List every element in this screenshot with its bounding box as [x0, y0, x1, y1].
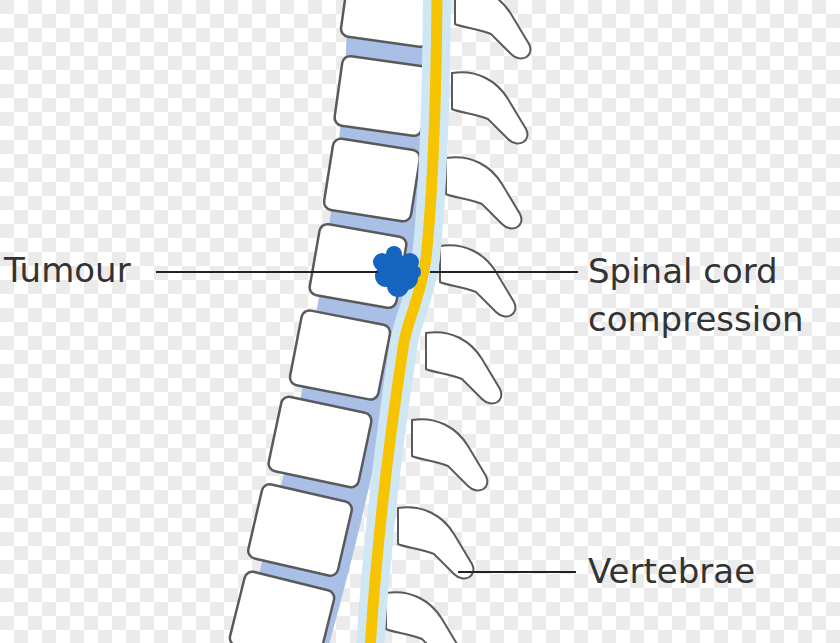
vertebral-bodies — [228, 0, 436, 643]
leader-lines — [156, 272, 578, 572]
tumour-blob — [373, 246, 421, 297]
callout-label: Spinal cord compression — [588, 247, 836, 343]
spinal-cord — [370, 0, 437, 643]
part-label: Vertebrae — [588, 547, 828, 595]
spinal-canal — [370, 0, 437, 643]
callout-label: Tumour — [4, 246, 144, 294]
